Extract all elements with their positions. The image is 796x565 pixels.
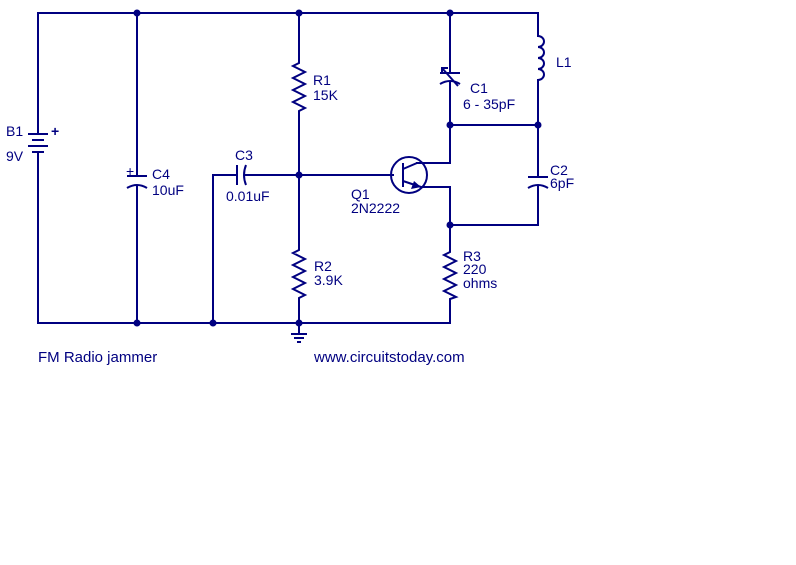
junction-dot <box>295 171 303 179</box>
junction-dot <box>133 319 141 327</box>
r3-value-line2-label: ohms <box>463 275 497 291</box>
diagram-title: FM Radio jammer <box>38 349 157 366</box>
q1-emitter-arrow-icon <box>411 181 421 189</box>
c4-value-label: 10uF <box>152 182 184 198</box>
c3-ref-label: C3 <box>235 147 253 163</box>
ground-icon <box>291 323 307 343</box>
junction-dot <box>534 121 542 129</box>
junction-dot <box>133 9 141 17</box>
c3-plate-curved <box>243 164 247 186</box>
r1-value-label: 15K <box>313 87 339 103</box>
c1-ref-label: C1 <box>470 80 488 96</box>
junction-dot <box>209 319 217 327</box>
r2-value-label: 3.9K <box>314 272 343 288</box>
junction-dot <box>446 121 454 129</box>
website-caption: www.circuitstoday.com <box>313 349 465 366</box>
b1-value-label: 9V <box>6 148 24 164</box>
resistor-r1-symbol <box>290 60 308 114</box>
r3-ref-label: R3 <box>463 248 481 264</box>
c1-variable-arrowhead-icon <box>441 67 448 74</box>
resistor-r2-symbol <box>290 247 308 301</box>
r1-ref-label: R1 <box>313 72 331 88</box>
inductor-l1-symbol <box>537 35 545 81</box>
capacitor-c1-symbol <box>439 67 461 87</box>
q1-value-label: 2N2222 <box>351 200 400 216</box>
wires <box>37 12 539 324</box>
resistor-r3-symbol <box>441 249 459 301</box>
r3-value-line1-label: 220 <box>463 261 487 277</box>
junction-dot <box>295 9 303 17</box>
transistor-q1-symbol <box>390 156 428 194</box>
l1-ref-label: L1 <box>556 54 572 70</box>
c1-plate-curved <box>439 80 461 85</box>
battery-b1-symbol <box>28 133 48 153</box>
q1-ref-label: Q1 <box>351 186 370 202</box>
c1-value-label: 6 - 35pF <box>463 96 515 112</box>
c3-value-label: 0.01uF <box>226 188 270 204</box>
c4-plus-sign: + <box>126 163 134 179</box>
junction-dot <box>446 221 454 229</box>
b1-plus-sign: + <box>51 123 59 139</box>
r2-ref-label: R2 <box>314 258 332 274</box>
q1-collector-lead <box>402 162 418 170</box>
c4-ref-label: C4 <box>152 166 170 182</box>
c1-variable-arrow <box>441 67 459 87</box>
c2-plate-curved <box>527 184 549 189</box>
capacitor-c4-symbol <box>126 175 148 189</box>
b1-ref-label: B1 <box>6 123 23 139</box>
junction-dot <box>446 9 454 17</box>
c2-ref-label: C2 <box>550 162 568 178</box>
c4-plate-curved <box>126 184 148 189</box>
capacitor-c2-symbol <box>527 176 549 189</box>
c2-value-label: 6pF <box>550 175 574 191</box>
capacitor-c3-symbol <box>236 164 247 186</box>
q1-body-circle <box>390 156 428 194</box>
